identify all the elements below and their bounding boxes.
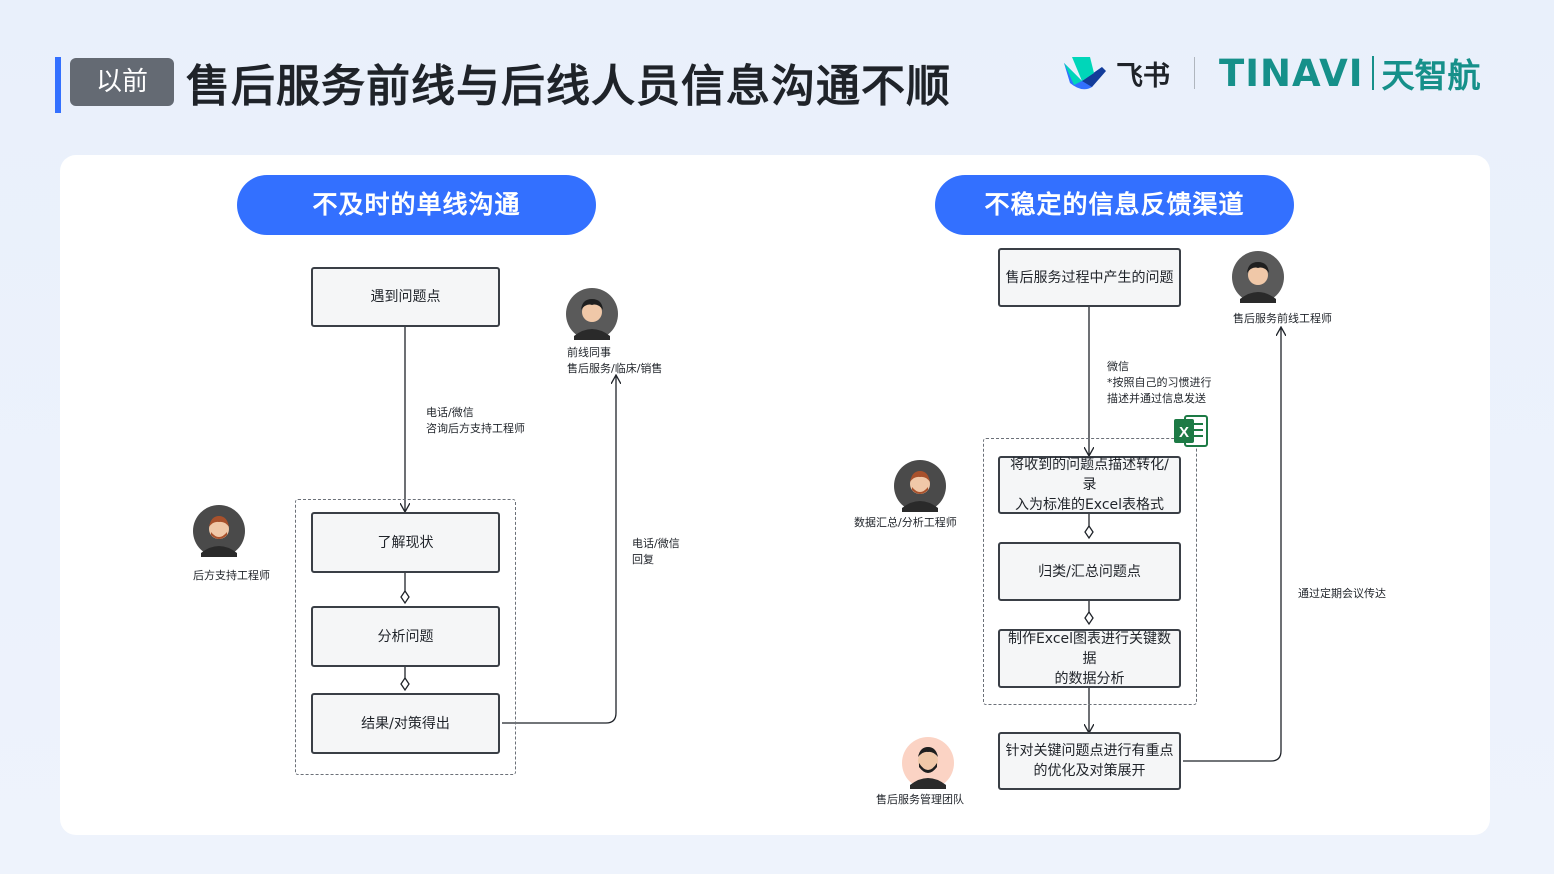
right-diamond-1	[1084, 524, 1094, 540]
front-engineer-avatar-icon	[1232, 251, 1284, 303]
feishu-logo-text: 飞书	[1116, 60, 1170, 92]
data-analyst-avatar-icon	[894, 460, 946, 512]
tinavi-logo-cn: 天智航	[1381, 56, 1481, 95]
box-result-solution: 结果/对策得出	[311, 693, 500, 754]
left-section-title: 不及时的单线沟通	[237, 175, 596, 235]
logo-divider	[1194, 57, 1195, 89]
right-section-title: 不稳定的信息反馈渠道	[935, 175, 1294, 235]
left-edge-reply-label: 电话/微信 回复	[632, 537, 680, 566]
management-team-avatar-icon	[902, 737, 954, 789]
support-engineer-label: 后方支持工程师	[193, 569, 270, 582]
box-classify-summarize: 归类/汇总问题点	[998, 542, 1181, 601]
box-understand-status: 了解现状	[311, 512, 500, 573]
left-edge-reply	[502, 376, 616, 724]
right-dashed-group	[983, 438, 1197, 705]
right-diamond-2	[1084, 610, 1094, 626]
excel-icon: X	[1174, 415, 1208, 447]
box-convert-excel: 将收到的问题点描述转化/录入为标准的Excel表格式	[998, 456, 1181, 514]
box-encounter-problem: 遇到问题点	[311, 267, 500, 327]
feishu-logo-icon	[1064, 57, 1106, 90]
right-edge-meeting-label: 通过定期会议传达	[1298, 587, 1386, 600]
box-analyze-problem: 分析问题	[311, 606, 500, 667]
page-title: 售后服务前线与后线人员信息沟通不顺	[186, 61, 951, 112]
right-edge-meeting	[1183, 328, 1281, 762]
tinavi-logo-text: TINAVI	[1219, 51, 1364, 95]
left-diamond-1	[400, 589, 410, 605]
logo-area: 飞书 TINAVI 天智航	[1062, 50, 1481, 96]
left-diamond-2	[400, 676, 410, 692]
right-edge-wechat-label: 微信 *按照自己的习惯进行 描述并通过信息发送	[1107, 360, 1212, 405]
tinavi-logo-separator	[1371, 56, 1374, 90]
title-accent-bar	[55, 57, 61, 113]
front-engineer-label: 售后服务前线工程师	[1233, 312, 1332, 325]
before-tag: 以前	[70, 58, 174, 106]
box-optimization-measures: 针对关键问题点进行有重点的优化及对策展开	[998, 732, 1181, 790]
data-analyst-label: 数据汇总/分析工程师	[854, 516, 957, 529]
front-colleague-avatar-icon	[566, 288, 618, 340]
box-service-problem: 售后服务过程中产生的问题	[998, 248, 1181, 307]
front-colleague-label: 前线同事 售后服务/临床/销售	[567, 346, 663, 375]
management-team-label: 售后服务管理团队	[876, 793, 964, 806]
left-edge-consult-label: 电话/微信 咨询后方支持工程师	[426, 406, 525, 435]
svg-text:X: X	[1179, 424, 1189, 441]
support-engineer-avatar-icon	[193, 505, 245, 557]
box-excel-chart-analysis: 制作Excel图表进行关键数据的数据分析	[998, 629, 1181, 688]
left-dashed-group	[295, 499, 516, 775]
